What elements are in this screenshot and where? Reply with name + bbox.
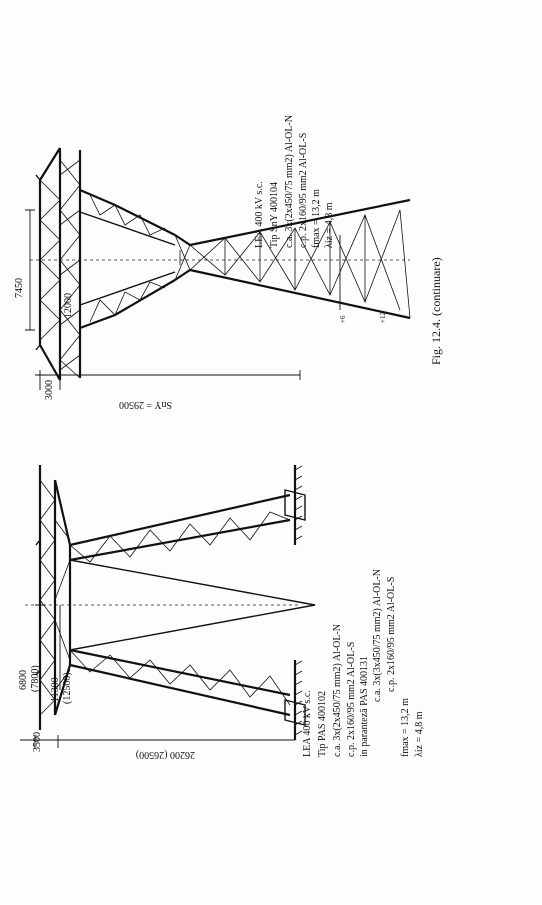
dim-12500: (12500) [62, 672, 73, 704]
pas-ca: c.a. 3x(2x450/75 mm2) Al-OL-N [332, 624, 343, 757]
pas-fmax: fmax = 13,2 m [400, 698, 411, 757]
pas-cp: c.p. 2x160/95 mm2 Al-OL-S [346, 642, 357, 757]
dim-pas-height: 26200 (26500) [136, 749, 195, 760]
pas-paren-label: in paranteză PAS 400131 [359, 656, 370, 757]
sny-fmax: fmax = 13,2 m [311, 189, 322, 248]
pas-title: LEA 400 kV s.c. [302, 690, 313, 757]
pas-tower-drawing [20, 465, 316, 748]
pas-type: Tip PAS 400102 [317, 691, 328, 757]
sny-title: LEA 400 kV s.c. [254, 181, 265, 248]
dim-11300: 11300 [50, 677, 61, 702]
mark-12: +12 [379, 312, 387, 323]
sny-cp: c.p. 2x160/95 mm2 Al-OL-S [298, 133, 309, 248]
mark-6: +6 [339, 315, 347, 323]
dim-7450: 7450 [14, 278, 25, 298]
sny-liz: λiz = 4,8 m [324, 202, 335, 248]
sny-type: Tip SnY 400104 [269, 182, 280, 248]
dim-3000: 3000 [44, 380, 55, 400]
sny-spec-block: LEA 400 kV s.c. Tip SnY 400104 c.a. 3x(2… [254, 115, 335, 248]
dim-12000: 12000 [63, 293, 74, 318]
pas-spec-block: LEA 400 kV s.c. Tip PAS 400102 c.a. 3x(2… [302, 569, 425, 757]
figure-caption: Fig. 12.4. (continuare) [429, 257, 443, 365]
sny-dimension-labels: 3000 7450 12000 SnY = 29500 +6 +12 [14, 278, 387, 410]
dim-3500: 3500 [32, 732, 43, 752]
dim-7800: (7800) [30, 665, 41, 692]
pas-ca2: c.a. 3x(3x450/75 mm2) Al-OL-N [372, 569, 383, 702]
pas-cp2: c.p. 2x160/95 mm2 Al-OL-S [386, 577, 397, 692]
sny-ca: c.a. 3x(2x450/75 mm2) Al-OL-N [284, 115, 295, 248]
pas-liz: λiz = 4,8 m [414, 711, 425, 757]
sny-tower-drawing [25, 147, 411, 390]
dim-6800: 6800 [18, 670, 29, 690]
pas-dimension-labels: 3500 6800 (7800) 11300 (12500) 26200 (26… [18, 665, 195, 760]
dim-sny-height: SnY = 29500 [119, 399, 172, 410]
